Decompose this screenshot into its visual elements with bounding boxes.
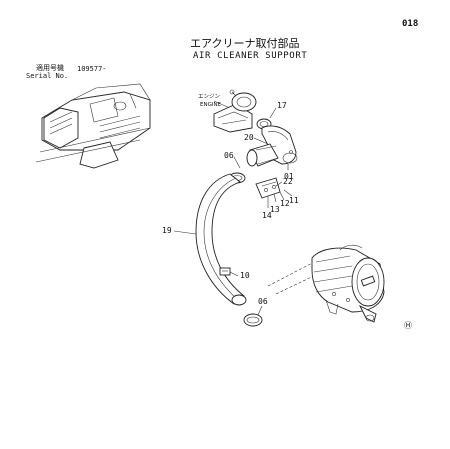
callout-20: 20 [244,133,254,142]
clamp-06-lower [243,313,263,327]
callout-13: 13 [270,205,280,214]
callout-10: 10 [240,271,250,280]
callout-12: 12 [280,199,290,208]
title-japanese: エアクリーナ取付部品 [190,37,300,50]
callout-06-upper: 06 [224,151,234,160]
engine-label-japanese: エンジン [198,93,221,100]
title-english: AIR CLEANER SUPPORT [193,51,308,61]
engine-label-english: ENGINE [200,102,222,108]
callout-17: 17 [277,101,287,110]
callout-19: 19 [162,226,172,235]
page-number: 018 [402,19,419,29]
engine-turbo-housing [213,89,257,133]
callout-01: 01 [284,172,294,181]
serial-label-japanese: 適用号機 [36,64,64,72]
serial-number: 109577- [77,65,107,73]
serial-label-english: Serial No. [26,72,69,80]
hose-section [246,143,279,167]
excavator-thumbnail [35,83,151,169]
callout-11: 11 [289,196,299,205]
callout-06-lower: 06 [258,297,268,306]
callout-14: 14 [262,211,272,220]
air-cleaner-assembly [311,244,385,323]
bracket-22 [255,177,281,199]
clamp-10 [219,267,231,276]
intake-hose-19 [195,173,247,306]
corner-mark: Ⓗ [404,321,412,330]
callout-22: 22 [283,177,293,186]
